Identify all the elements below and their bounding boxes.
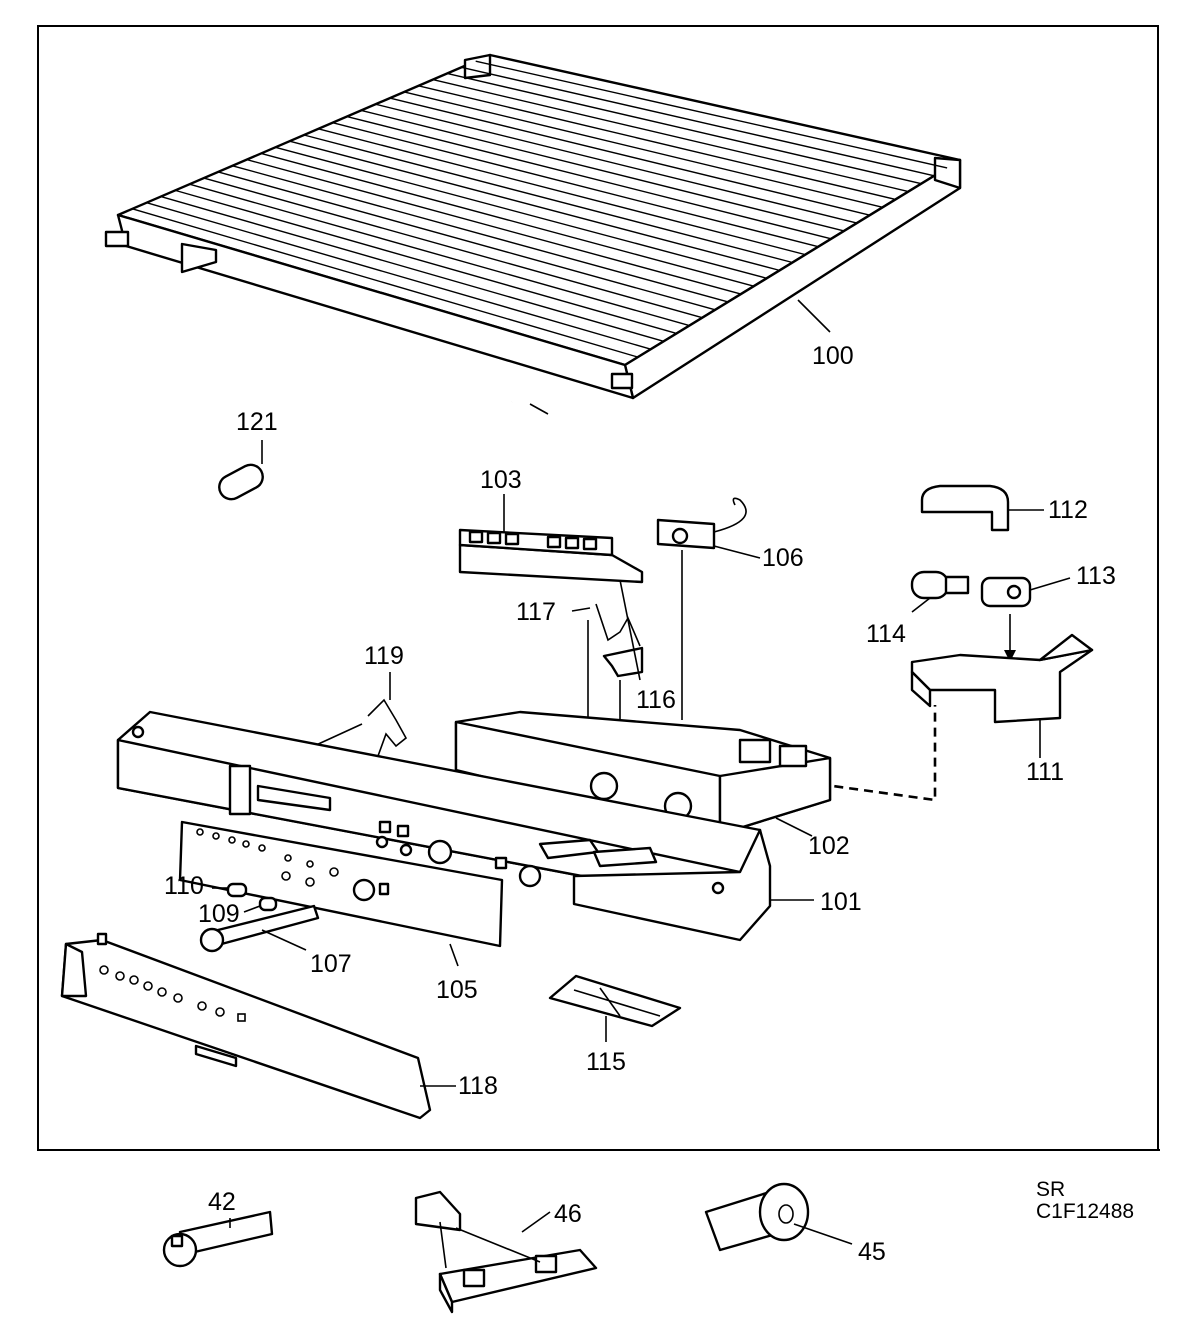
label-46: 46 [554,1200,582,1228]
part-115-grille [548,974,682,1042]
label-107: 107 [310,950,352,978]
label-112: 112 [1048,496,1088,524]
label-106: 106 [762,544,804,572]
part-111-lamp-housing [759,633,1094,802]
reference-line-1: SR [1036,1178,1065,1201]
shelf-slat-line [475,60,948,169]
shelf-slat-line [318,128,806,256]
shelf-slat-line [275,146,767,279]
part-112-lamp-cover [920,484,1010,532]
part-121-sensor [218,400,549,501]
label-101: 101 [820,888,862,916]
part-109-knob [243,896,278,913]
label-116: 116 [636,686,676,714]
label-115: 115 [586,1048,626,1076]
part-118-front-panel [60,932,432,1120]
shelf-slat-line [461,66,935,177]
shelf-slat-line [146,202,651,350]
shelf-slat-line [375,103,858,224]
label-109: 109 [198,900,240,928]
reference-line-2: C1F12488 [1036,1200,1134,1223]
shelf-slat-line [418,85,896,201]
part-113-lamp-holder [980,576,1032,662]
shelf-slat-line [289,140,780,272]
shelf-slat-line [346,115,832,240]
label-103: 103 [480,466,522,494]
label-100: 100 [812,342,854,370]
label-114: 114 [866,620,906,648]
label-118: 118 [458,1072,498,1100]
shelf-slat-line [389,97,870,216]
shelf-slat-line [432,78,909,193]
part-46-bracket [414,1190,598,1314]
part-42-knob [162,1210,274,1268]
shelf-slat-line [160,195,664,343]
label-119: 119 [364,642,404,670]
shelf-slat-line [203,177,703,319]
part-114-bulb [910,570,970,600]
part-107-shaft [199,904,320,953]
part-103-board [458,528,644,584]
part-101-fascia [116,710,772,942]
shelf-slat-line [361,109,845,232]
shelf-slats [132,60,948,358]
part-100-shelf [104,53,962,400]
shelf-slat-line [403,91,883,208]
shelf-slat-line [303,134,793,264]
label-113: 113 [1076,562,1116,590]
part-102-control-housing [454,710,832,836]
label-117: 117 [516,598,556,626]
shelf-slat-line [246,158,742,295]
shelf-slat-line [132,208,639,358]
part-labels: 100 101 102 103 105 106 107 109 110 111 … [164,342,1116,1266]
part-110-knob [212,882,248,898]
part-119-wire-spring [313,698,408,757]
label-110: 110 [164,872,204,900]
part-105-strip [178,820,504,948]
label-121: 121 [236,408,278,436]
leader-lines [229,299,1071,1245]
shelf-slat-line [175,189,677,335]
label-42: 42 [208,1188,236,1216]
part-45-pin [704,1182,810,1252]
label-102: 102 [808,832,850,860]
label-105: 105 [436,976,478,1004]
shelf-slat-line [260,152,755,287]
part-106-switch [656,497,747,720]
shelf-slat-line [332,122,819,248]
shelf-slat-line [232,165,729,303]
label-111: 111 [1026,758,1064,786]
label-45: 45 [858,1238,886,1266]
shelf-slat-line [446,72,922,185]
shelf-slat-line [189,183,690,327]
shelf-slat-line [217,171,716,311]
